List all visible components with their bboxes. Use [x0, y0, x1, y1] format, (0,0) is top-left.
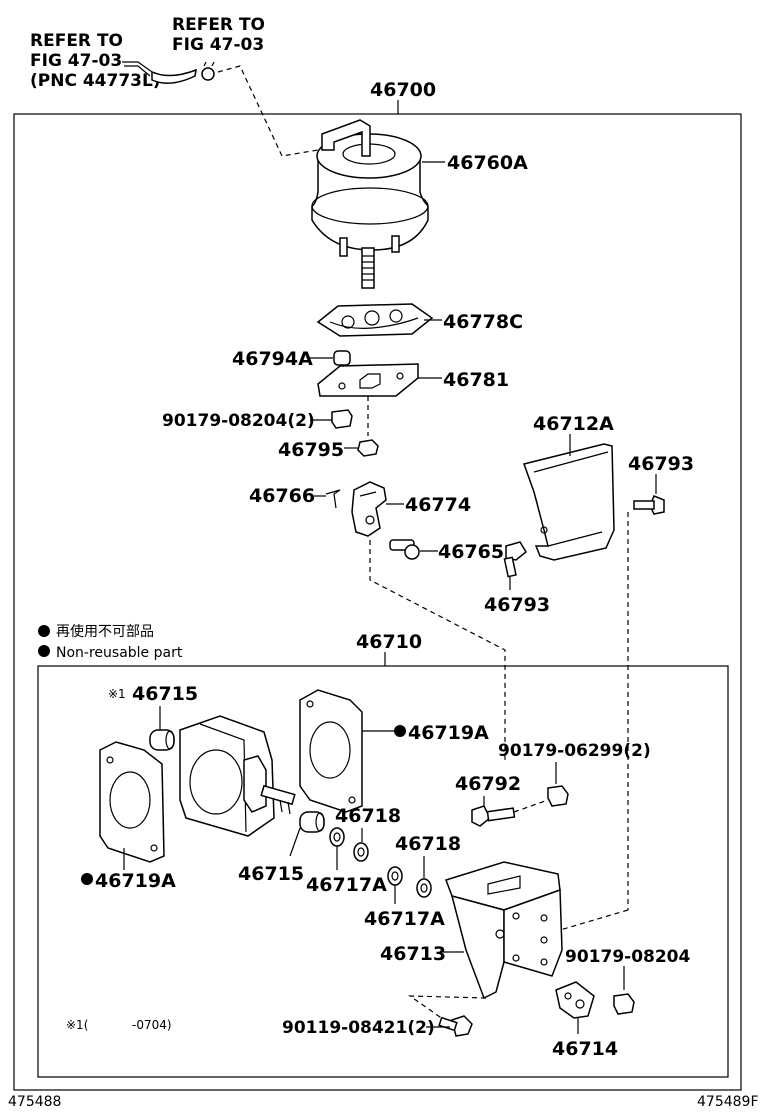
washer-46717A-a-icon [329, 827, 345, 847]
label-90179-08204[interactable]: 90179-08204 [565, 947, 691, 967]
refer-left-line2[interactable]: FIG 47-03 [30, 51, 122, 71]
filled-circle-icon [38, 625, 50, 637]
filled-circle-icon [81, 873, 93, 885]
label-46712A[interactable]: 46712A [533, 413, 614, 435]
plate-46781-icon [317, 363, 419, 397]
pin-46765-icon [389, 539, 420, 560]
gasket-46719A-left-icon [99, 741, 165, 863]
label-90179-08204-2[interactable]: 90179-08204(2) [162, 411, 315, 431]
label-46717A-b[interactable]: 46717A [364, 908, 445, 930]
label-46778C[interactable]: 46778C [443, 311, 523, 333]
filled-circle-icon [394, 725, 406, 737]
label-46718-a[interactable]: 46718 [335, 805, 401, 827]
hose-clamp-icon [201, 61, 215, 81]
label-46774[interactable]: 46774 [405, 494, 471, 516]
legend: 再使用不可部品 Non-reusable part [38, 623, 183, 661]
cover-46712A-icon [523, 443, 615, 561]
bolt-46793-bottom-icon [503, 541, 527, 578]
footer-left-id: 475488 [8, 1094, 61, 1110]
label-46793-bottom[interactable]: 46793 [484, 594, 550, 616]
washer-46718-b-icon [416, 878, 432, 898]
label-46766[interactable]: 46766 [249, 485, 315, 507]
label-46717A-a[interactable]: 46717A [306, 874, 387, 896]
bolt-46793-top-icon [633, 495, 665, 515]
label-46715-top[interactable]: 46715 [132, 683, 198, 705]
bolt-46792-icon [471, 805, 516, 827]
refer-left-line1[interactable]: REFER TO [30, 31, 123, 51]
assembly-46700-frame [13, 113, 742, 1091]
assembly-46710-label[interactable]: 46710 [356, 631, 422, 653]
label-46719A-right[interactable]: 46719A [408, 722, 489, 744]
bushing-46715-bottom-icon [299, 811, 325, 833]
ref1-mark: ※1 [108, 687, 126, 701]
label-46794A[interactable]: 46794A [232, 348, 313, 370]
clip-46766-icon [325, 489, 341, 509]
bolt-90119-08421-icon [438, 1015, 473, 1037]
refer-right-line1[interactable]: REFER TO [172, 15, 265, 35]
label-46713[interactable]: 46713 [380, 943, 446, 965]
refer-right-line2[interactable]: FIG 47-03 [172, 35, 264, 55]
spacer-46794A-icon [333, 350, 351, 366]
nut-46795-icon [357, 439, 379, 457]
washer-46717A-b-icon [387, 866, 403, 886]
assembly-46700-label[interactable]: 46700 [370, 79, 436, 101]
legend-en-text: Non-reusable part [56, 645, 183, 661]
gasket-46719A-right-icon [299, 689, 363, 813]
label-46760A[interactable]: 46760A [447, 152, 528, 174]
nut-90179-08204-icon [331, 409, 353, 429]
label-46792[interactable]: 46792 [455, 773, 521, 795]
nut-90179-08204-single-icon [613, 993, 635, 1015]
label-46718-b[interactable]: 46718 [395, 833, 461, 855]
lever-46714-icon [555, 981, 595, 1019]
label-46795[interactable]: 46795 [278, 439, 344, 461]
footnote-value: -0704) [132, 1018, 172, 1032]
bushing-46715-top-icon [149, 729, 175, 751]
refer-left-line3[interactable]: (PNC 44773L) [30, 71, 161, 91]
vacuum-hose-icon [122, 61, 197, 84]
damper-body-icon [179, 715, 296, 837]
label-46781[interactable]: 46781 [443, 369, 509, 391]
filled-circle-icon [38, 645, 50, 657]
bracket-46713-icon [445, 861, 563, 1000]
actuator-46760A-icon [311, 119, 429, 289]
nut-90179-06299-icon [547, 785, 569, 807]
label-46793-top[interactable]: 46793 [628, 453, 694, 475]
label-46715-bottom[interactable]: 46715 [238, 863, 304, 885]
label-90119-08421-2[interactable]: 90119-08421(2) [282, 1018, 435, 1038]
label-46714[interactable]: 46714 [552, 1038, 618, 1060]
assembly-46710-frame [37, 665, 729, 1078]
gasket-46778C-icon [316, 303, 434, 337]
label-90179-06299-2[interactable]: 90179-06299(2) [498, 741, 651, 761]
label-46719A-left[interactable]: 46719A [95, 870, 176, 892]
lever-46774-icon [351, 481, 387, 537]
footer-right-id: 475489F [697, 1094, 759, 1110]
washer-46718-a-icon [353, 842, 369, 862]
legend-jp-text: 再使用不可部品 [56, 623, 154, 640]
label-46765[interactable]: 46765 [438, 541, 504, 563]
footnote-mark: ※1( [66, 1018, 88, 1032]
